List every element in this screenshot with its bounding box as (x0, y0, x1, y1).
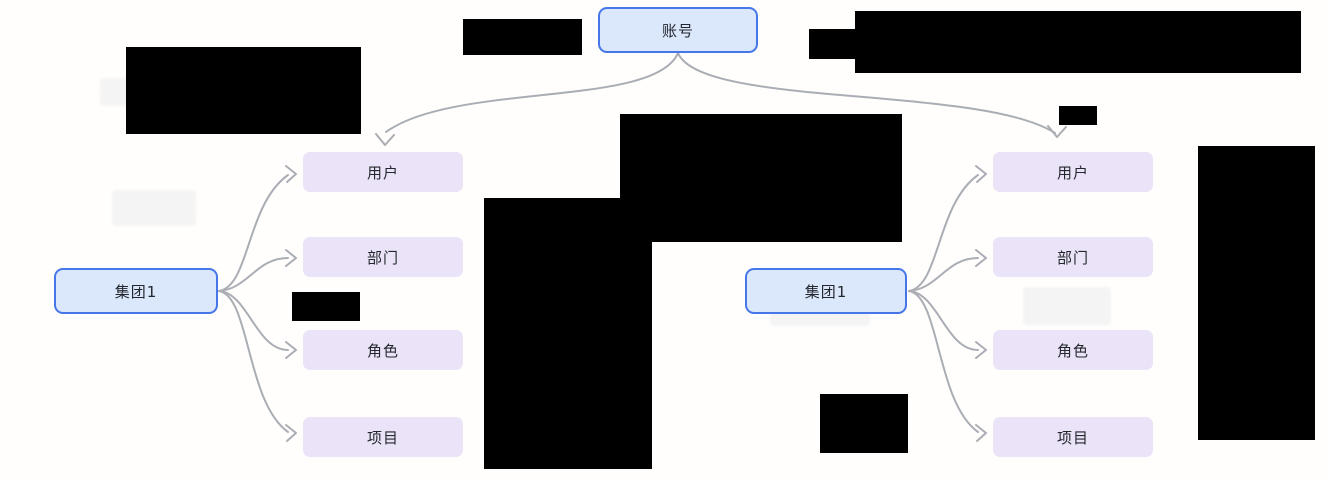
edge-left-group-dept (218, 257, 289, 292)
node-role-right-label: 角色 (1056, 341, 1089, 360)
node-role-left-label: 角色 (366, 341, 399, 360)
arrowhead-right (975, 249, 987, 267)
node-user-right[interactable]: 用户 (993, 152, 1153, 192)
redaction-box (292, 292, 360, 321)
redaction-box (820, 394, 908, 453)
node-role-right[interactable]: 角色 (993, 330, 1153, 370)
arrowhead-down-right (1047, 125, 1067, 138)
arrowhead-right (285, 424, 297, 442)
watermark-smudge (1023, 287, 1111, 325)
edge-right-group-project (908, 290, 979, 433)
node-account-label: 账号 (661, 21, 694, 40)
node-project-left-label: 项目 (366, 428, 399, 447)
node-group-right[interactable]: 集团1 (745, 268, 907, 314)
edge-right-group-role (908, 290, 979, 351)
edge-left-group-role (218, 290, 289, 351)
node-user-left-label: 用户 (366, 163, 399, 182)
node-group-left-label: 集团1 (114, 282, 158, 301)
redaction-box (620, 114, 902, 242)
node-account[interactable]: 账号 (598, 7, 758, 53)
node-user-left[interactable]: 用户 (303, 152, 463, 192)
node-role-left[interactable]: 角色 (303, 330, 463, 370)
redaction-box (1059, 106, 1097, 125)
node-group-right-label: 集团1 (804, 282, 848, 301)
node-department-left[interactable]: 部门 (303, 237, 463, 277)
node-project-right-label: 项目 (1056, 428, 1089, 447)
edge-left-group-project (218, 290, 289, 433)
redaction-box (855, 11, 1301, 73)
arrowhead-right (975, 165, 987, 183)
redaction-box (809, 29, 856, 59)
arrowhead-right (975, 341, 987, 359)
redaction-box (1198, 146, 1315, 440)
arrowhead-right (975, 424, 987, 442)
watermark-smudge (112, 190, 196, 226)
edge-right-group-user (908, 174, 979, 292)
arrowhead-right (285, 341, 297, 359)
redaction-box (126, 47, 361, 134)
arrowhead-right (285, 165, 297, 183)
redaction-box (484, 198, 652, 469)
edge-left-group-user (218, 174, 289, 292)
node-department-right[interactable]: 部门 (993, 237, 1153, 277)
arrowhead-down-left (375, 133, 395, 146)
node-department-right-label: 部门 (1056, 248, 1089, 267)
node-project-right[interactable]: 项目 (993, 417, 1153, 457)
redaction-box (463, 19, 582, 55)
arrowhead-right (285, 249, 297, 267)
edge-right-group-dept (908, 257, 979, 292)
node-user-right-label: 用户 (1056, 163, 1089, 182)
node-department-left-label: 部门 (366, 248, 399, 267)
node-project-left[interactable]: 项目 (303, 417, 463, 457)
node-group-left[interactable]: 集团1 (54, 268, 218, 314)
